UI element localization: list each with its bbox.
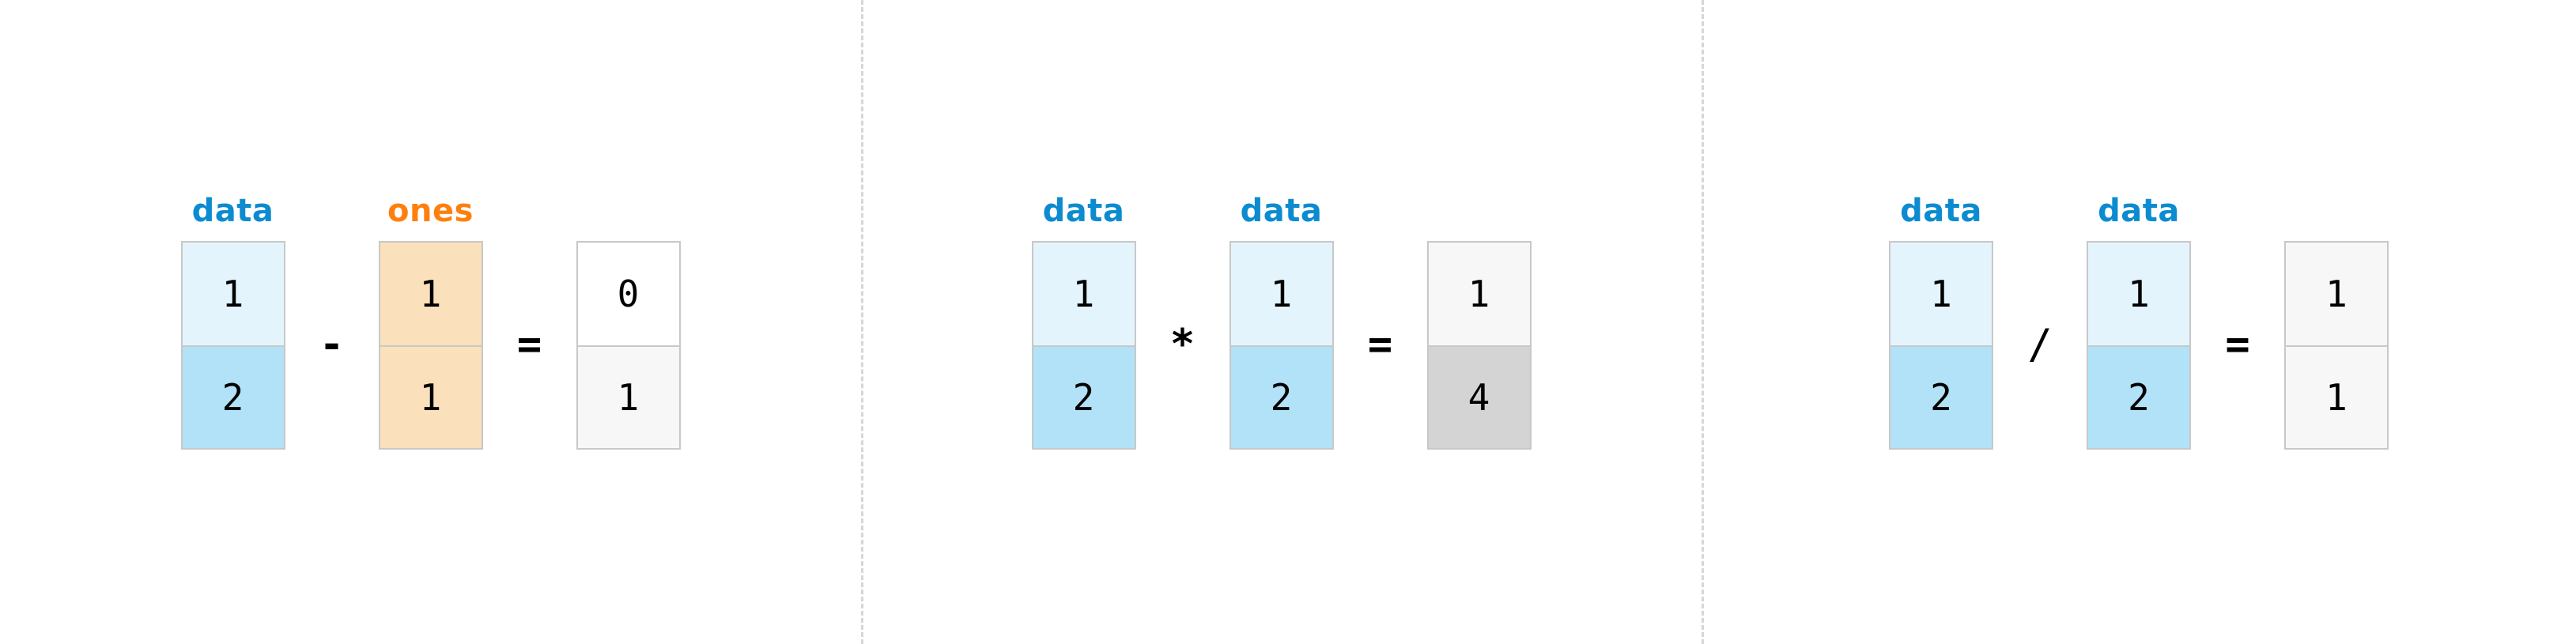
array-group-division-2: data11: [2284, 195, 2389, 450]
array-group-subtraction-2: data01: [576, 195, 681, 450]
array-label-data: data: [1900, 192, 1982, 229]
array-cell: 1: [1230, 242, 1332, 345]
divider-1: [861, 0, 863, 644]
array-label-data: data: [1240, 192, 1323, 229]
equals-operator: =: [1367, 320, 1393, 368]
array-label-ones: ones: [387, 192, 474, 229]
array-cell: 1: [182, 242, 284, 345]
array-cell: 1: [1033, 242, 1135, 345]
array-label-data: data: [1042, 192, 1125, 229]
array-cell: 2: [1890, 345, 1992, 448]
asterisk-operator: *: [1169, 320, 1195, 368]
array-cell: 2: [1033, 345, 1135, 448]
array-label-data: data: [191, 192, 274, 229]
array-cell: 4: [1428, 345, 1530, 448]
equals-operator: =: [516, 320, 542, 368]
divider-2: [1702, 0, 1704, 644]
array-label-data: data: [2098, 192, 2180, 229]
minus-operator: -: [319, 320, 345, 368]
array-cell: 0: [577, 242, 679, 345]
array-cell: 1: [2088, 242, 2189, 345]
array-cell: 2: [2088, 345, 2189, 448]
array-cell: 1: [1890, 242, 1992, 345]
array-cell: 2: [182, 345, 284, 448]
array-cell: 1: [2286, 242, 2387, 345]
array-cell: 1: [380, 345, 482, 448]
array-cell: 1: [577, 345, 679, 448]
array-group-multiplication-2: data14: [1426, 195, 1532, 450]
slash-operator: /: [2027, 320, 2053, 368]
array-cell: 1: [1428, 242, 1530, 345]
array-cell: 1: [380, 242, 482, 345]
equals-operator: =: [2225, 320, 2250, 368]
array-cell: 1: [2286, 345, 2387, 448]
array-cell: 2: [1230, 345, 1332, 448]
